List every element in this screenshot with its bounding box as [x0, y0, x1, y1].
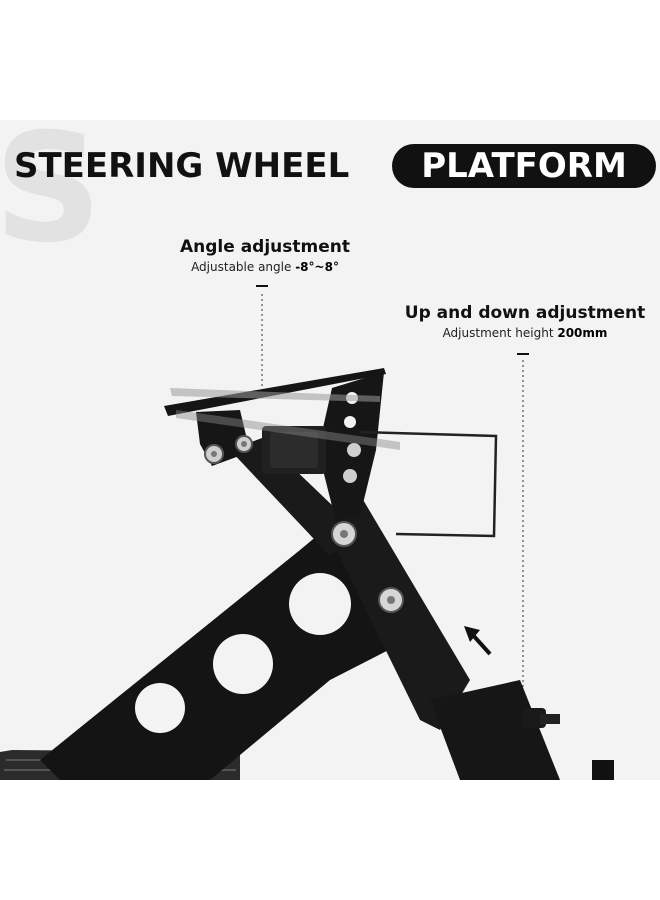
headline-title-part1: STEERING WHEEL [14, 146, 350, 186]
background-watermark-letter: S [0, 120, 102, 260]
height-adjustment-heading: Up and down adjustment [404, 303, 646, 323]
height-sub-label: Adjustment height [442, 326, 554, 340]
bolt-icon [331, 521, 357, 547]
quadrant-hole-3 [347, 443, 361, 457]
platform-ghost-upper [170, 388, 380, 402]
headline: STEERING WHEEL PLATFORM [0, 144, 660, 188]
svg-text:S: S [0, 120, 102, 260]
bolt-icon [235, 435, 253, 453]
height-adjustment-callout: Up and down adjustment Adjustment height… [400, 302, 650, 342]
diagonal-strut [318, 498, 470, 730]
angle-sub-label: Adjustable angle [191, 260, 292, 274]
angle-adjustment-subtext: Adjustable angle -8°~8° [170, 258, 360, 276]
product-image: S STEERING WHEEL PLATFORM Angle adjustme… [0, 120, 660, 780]
platform-illustration [0, 285, 614, 780]
angle-adjustment-callout: Angle adjustment Adjustable angle -8°~8° [170, 236, 360, 276]
headline-pill: PLATFORM [392, 144, 656, 188]
platform-ghost-hook [359, 430, 498, 538]
right-foot [592, 760, 614, 780]
platform-ghost-lower [176, 410, 400, 450]
height-adjustment-subtext: Adjustment height 200mm [400, 324, 650, 342]
arm-hole-2 [213, 634, 273, 694]
arm-hole-1 [289, 573, 351, 635]
up-arrow-icon [464, 626, 492, 656]
knob-icon [522, 708, 560, 728]
arm-hole-3 [135, 683, 185, 733]
angle-adjustment-heading: Angle adjustment [180, 237, 350, 257]
angle-sub-value: -8°~8° [295, 260, 339, 274]
height-sub-value: 200mm [557, 326, 608, 340]
lower-right-bracket [430, 680, 560, 780]
clamp-block-face [270, 432, 318, 468]
headline-title-part2: PLATFORM [421, 146, 627, 186]
bolt-icon [378, 587, 404, 613]
quadrant-hole-4 [343, 469, 357, 483]
bolt-icon [204, 444, 224, 464]
quadrant-hole-2 [344, 416, 356, 428]
